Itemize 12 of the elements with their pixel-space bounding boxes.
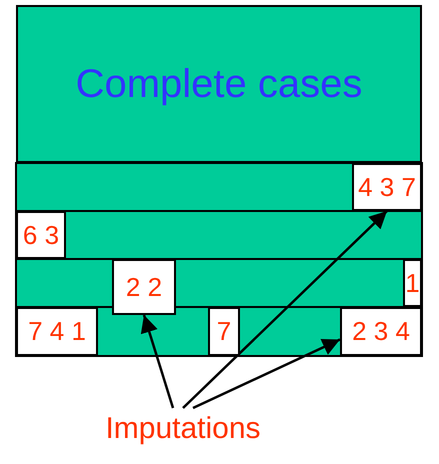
arrow [192, 338, 341, 410]
arrow [182, 210, 388, 409]
data-block: Complete cases [16, 5, 422, 163]
caption-text: Imputations [66, 408, 300, 450]
arrow [140, 314, 174, 408]
imputed-value: 2 3 4 [340, 307, 422, 356]
imputed-value: 7 [208, 307, 240, 356]
imputed-value: 1 [403, 259, 422, 307]
imputed-value: 7 4 1 [16, 307, 98, 356]
imputed-value: 2 2 [112, 259, 176, 315]
imputed-value: 6 3 [16, 211, 66, 259]
imputed-value: 4 3 7 [352, 163, 422, 211]
